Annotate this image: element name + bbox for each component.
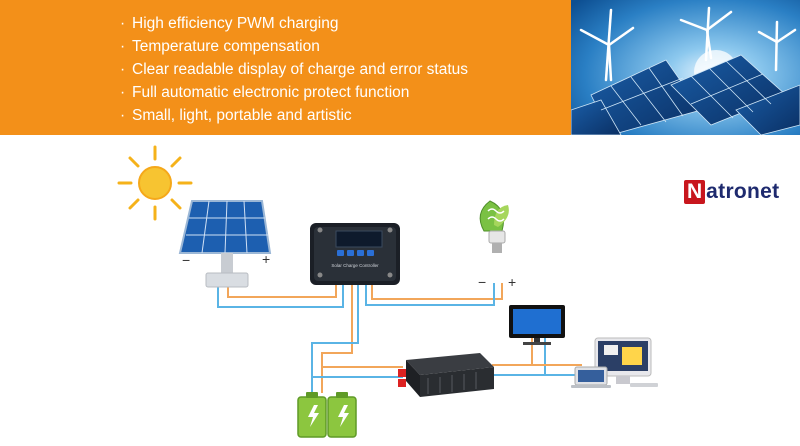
sun-icon xyxy=(117,145,193,221)
bullet-glyph: · xyxy=(120,38,126,55)
bullet-glyph: · xyxy=(120,84,126,101)
solar-panel-icon xyxy=(178,200,272,288)
feature-item: · Small, light, portable and artistic xyxy=(120,104,468,127)
feature-item: · High efficiency PWM charging xyxy=(120,12,468,35)
feature-item: · Clear readable display of charge and er… xyxy=(120,58,468,81)
wire-panel-negative xyxy=(217,285,344,308)
tv-icon xyxy=(509,305,565,345)
controller-label: Solar Charge Controller xyxy=(331,263,379,268)
charge-controller-icon: Solar Charge Controller xyxy=(310,223,400,285)
wind-solar-photo xyxy=(571,0,800,135)
lamp-minus-label: − xyxy=(478,274,487,290)
brand-name: atronet xyxy=(706,180,780,203)
feature-item: · Temperature compensation xyxy=(120,35,468,58)
wire-panel-positive xyxy=(227,285,337,298)
bullet-glyph: · xyxy=(120,15,126,32)
panel-minus-label: − xyxy=(182,252,191,268)
computer-icon xyxy=(571,337,658,388)
lamp-plus-label: + xyxy=(508,274,517,290)
battery-icon xyxy=(297,392,327,438)
inverter-icon xyxy=(398,353,494,397)
system-diagram: Solar Charge Controller xyxy=(0,135,800,446)
wire-battery-positive xyxy=(321,285,353,393)
bullet-glyph: · xyxy=(120,107,126,124)
wire-battery-negative xyxy=(311,285,359,393)
feature-text: Full automatic electronic protect functi… xyxy=(132,84,410,101)
feature-text: Clear readable display of charge and err… xyxy=(132,61,469,78)
feature-item: · Full automatic electronic protect funct… xyxy=(120,81,468,104)
feature-text: Small, light, portable and artistic xyxy=(132,107,352,124)
panel-plus-label: + xyxy=(262,251,271,267)
wire-ac-live xyxy=(492,337,533,366)
feature-text: High efficiency PWM charging xyxy=(132,15,339,32)
bullet-glyph: · xyxy=(120,61,126,78)
wire-lamp-positive xyxy=(371,283,503,300)
feature-banner: · High efficiency PWM charging · Temperatu… xyxy=(0,0,800,135)
brand-initial: N xyxy=(684,180,706,204)
banner-orange-panel: · High efficiency PWM charging · Temperatu… xyxy=(0,0,571,135)
brand-logo: N atronet xyxy=(684,178,779,204)
feature-list: · High efficiency PWM charging · Temperatu… xyxy=(120,12,468,127)
lamp-icon xyxy=(479,200,509,253)
feature-text: Temperature compensation xyxy=(132,38,320,55)
wire-lamp-negative xyxy=(365,283,495,306)
battery-icon xyxy=(327,392,357,438)
